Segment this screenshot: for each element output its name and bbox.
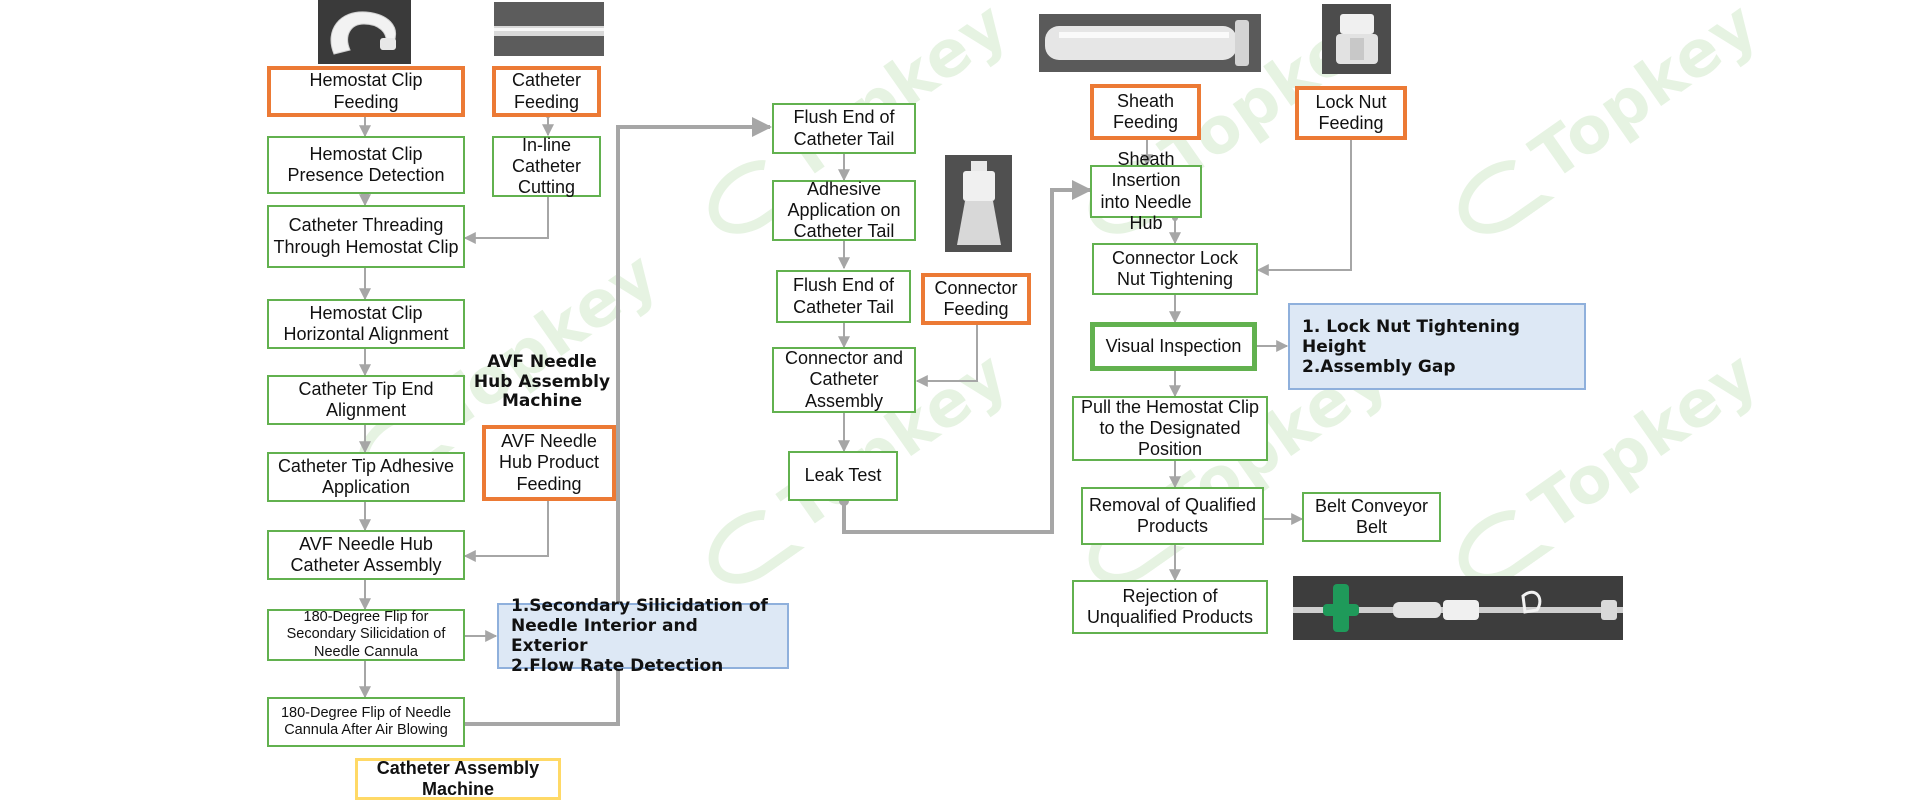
transfer-arrow <box>465 117 772 726</box>
note-line: 2.Flow Rate Detection <box>511 656 724 676</box>
note-line: 1. Lock Nut Tightening Height <box>1302 316 1520 357</box>
avf-needle-hub-machine-title: AVF Needle Hub Assembly Machine <box>473 352 611 412</box>
arrow <box>463 197 549 244</box>
hub-product-feeding-box: AVF Needle Hub Product Feeding <box>482 425 616 501</box>
lock-nut-feeding-box: Lock Nut Feeding <box>1295 86 1407 140</box>
connector-catheter-assembly-box: Connector and Catheter Assembly <box>772 347 916 413</box>
leak-test-box: Leak Test <box>788 451 898 501</box>
clip-presence-detection-box: Hemostat Clip Presence Detection <box>267 136 465 194</box>
connector-photo <box>945 155 1012 252</box>
sheath-insertion-box: Sheath Insertion into Needle Hub <box>1090 149 1202 233</box>
belt-conveyor-box: Belt Conveyor Belt <box>1302 492 1441 542</box>
sheath-feeding-box: Sheath Feeding <box>1090 84 1201 140</box>
pull-hemostat-clip-box: Pull the Hemostat Clip to the Designated… <box>1072 396 1268 461</box>
flip-air-blowing-box: 180-Degree Flip of Needle Cannula After … <box>267 697 465 747</box>
inline-catheter-cutting-box: In-line Catheter Cutting <box>492 135 601 197</box>
note-line: 2.Assembly Gap <box>1302 356 1456 377</box>
catheter-tip-end-alignment-box: Catheter Tip End Alignment <box>267 375 465 425</box>
adhesive-application-box: Adhesive Application on Catheter Tail <box>772 179 916 241</box>
silicidation-flow-rate-note: 1.Secondary Silicidation of Needle Inter… <box>497 596 789 676</box>
catheter-tube-photo <box>494 2 604 56</box>
arrow <box>1256 140 1352 276</box>
lock-nut-gap-note: 1. Lock Nut Tightening Height 2.Assembly… <box>1288 303 1586 390</box>
arrow <box>463 501 549 562</box>
hemostat-clip-feeding-box: Hemostat Clip Feeding <box>267 66 465 117</box>
note-line: 1.Secondary Silicidation of Needle Inter… <box>511 596 768 656</box>
visual-inspection-box: Visual Inspection <box>1090 322 1257 371</box>
catheter-threading-box: Catheter Threading Through Hemostat Clip <box>267 205 465 268</box>
removal-qualified-products-box: Removal of Qualified Products <box>1081 487 1264 545</box>
catheter-assembly-machine-label: Catheter Assembly Machine <box>355 758 561 800</box>
avf-needle-product-photo <box>1293 576 1623 640</box>
lock-nut-tightening-box: Connector Lock Nut Tightening <box>1092 243 1258 295</box>
catheter-tip-adhesive-box: Catheter Tip Adhesive Application <box>267 452 465 502</box>
transfer-arrow <box>842 180 1092 534</box>
flush-end-catheter-tail-2-box: Flush End of Catheter Tail <box>776 270 911 323</box>
catheter-feeding-box: Catheter Feeding <box>492 66 601 117</box>
rejection-unqualified-products-box: Rejection of Unqualified Products <box>1072 580 1268 634</box>
arrow <box>915 323 978 387</box>
sheath-photo <box>1039 14 1261 72</box>
hemostat-clip-photo <box>318 0 411 64</box>
flush-end-catheter-tail-box: Flush End of Catheter Tail <box>772 103 916 154</box>
hub-catheter-assembly-box: AVF Needle Hub Catheter Assembly <box>267 530 465 580</box>
flip-silicidation-box: 180-Degree Flip for Secondary Silicidati… <box>267 609 465 661</box>
lock-nut-photo <box>1322 4 1391 74</box>
connector-feeding-box: Connector Feeding <box>921 273 1031 325</box>
clip-horizontal-alignment-box: Hemostat Clip Horizontal Alignment <box>267 299 465 349</box>
